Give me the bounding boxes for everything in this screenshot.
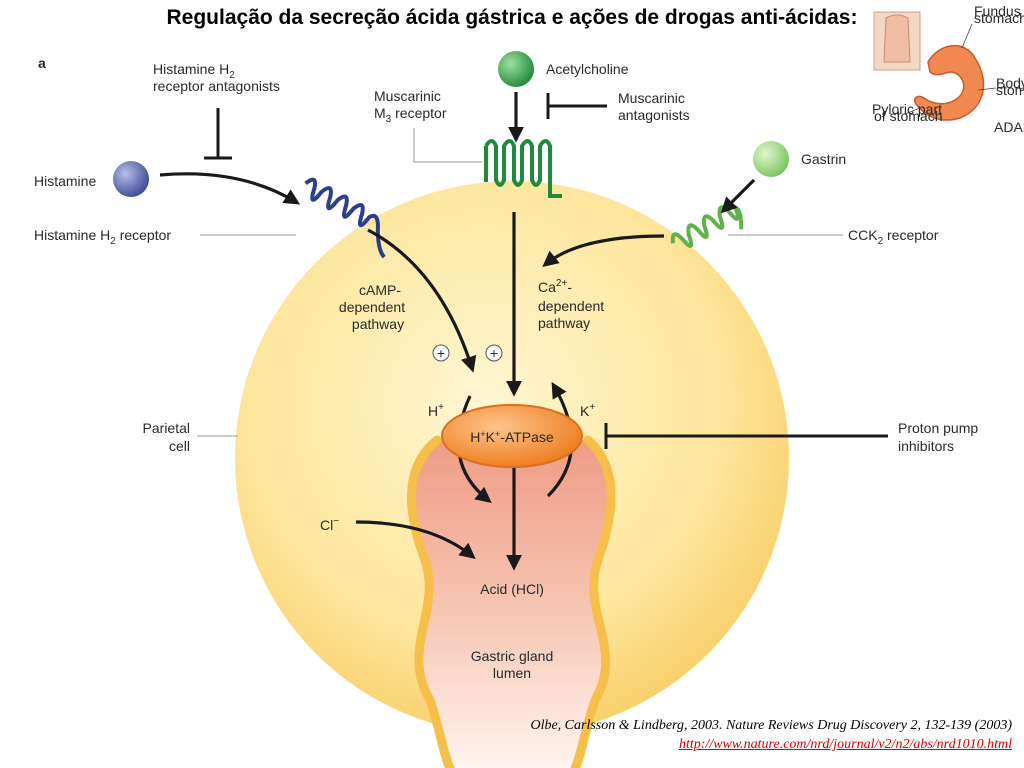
ca-plus-icon: +	[485, 344, 503, 362]
body-of-stomach-label-line2: stomach	[996, 82, 1024, 98]
m3-receptor-pointer	[413, 128, 482, 163]
torso-outline-icon	[883, 14, 911, 63]
k-ion-label: K+	[580, 402, 595, 419]
chloride-label: Cl−	[320, 516, 339, 533]
citation-reference: Olbe, Carlsson & Lindberg, 2003. Nature …	[530, 718, 1012, 733]
camp-pathway-label-line2: dependent	[339, 299, 405, 315]
panel-label: a	[38, 55, 46, 71]
muscarinic-m3-label-line2: M3 receptor	[374, 105, 447, 125]
h-k-atpase-pump	[441, 404, 583, 468]
h-ion-label: H+	[428, 402, 444, 419]
ca-pathway-label: Ca2+-	[538, 278, 572, 295]
pyloric-label: Pyloric part	[872, 101, 942, 117]
gastrin-molecule-icon	[753, 141, 789, 177]
histamine-molecule-icon	[113, 161, 149, 197]
cck2-receptor-label: CCK2 receptor	[848, 227, 939, 247]
muscarinic-antagonists-label-line2: antagonists	[618, 107, 690, 123]
citation: Olbe, Carlsson & Lindberg, 2003. Nature …	[530, 716, 1012, 754]
lumen-label-line2: lumen	[493, 665, 531, 681]
stomach-anatomy-inset: Fundus of stomach Body of stomach Pylori…	[872, 3, 1024, 135]
parietal-cell-label-line2: cell	[169, 438, 190, 454]
ca-pathway-arrow-gastrin	[542, 234, 665, 268]
camp-pathway-label: cAMP-	[359, 282, 401, 298]
adam-brand-logo: ADAM.	[994, 119, 1024, 135]
camp-pathway-label-line3: pathway	[352, 316, 404, 332]
camp-plus-icon: +	[432, 344, 450, 362]
svg-text:+: +	[490, 345, 498, 361]
acetylcholine-label: Acetylcholine	[546, 61, 629, 77]
fundus-label: Fundus of	[974, 3, 1024, 19]
muscarinic-m3-label: Muscarinic	[374, 88, 441, 104]
acetylcholine-molecule-icon	[498, 51, 534, 87]
stomach-icon	[913, 44, 985, 121]
h2-antagonist-inhibition	[204, 108, 232, 160]
lumen-wall-left	[407, 435, 455, 768]
atpase-label: H+K+-ATPase	[470, 429, 554, 445]
lumen-wall-right	[570, 435, 616, 768]
chloride-transport-arrow	[355, 520, 476, 560]
acid-label: Acid (HCl)	[480, 581, 544, 597]
ca-pathway-label-line3: pathway	[538, 315, 590, 331]
muscarinic-m3-receptor-icon	[484, 139, 562, 198]
fundus-label-line2: stomach	[974, 10, 1024, 26]
pyloric-label-line2: of stomach	[874, 108, 942, 124]
h2-antagonists-label: Histamine H2	[153, 61, 235, 81]
ca-pathway-label-line2: dependent	[538, 298, 604, 314]
histamine-label: Histamine	[34, 173, 96, 189]
body-of-stomach-label: Body of	[996, 75, 1024, 91]
muscarinic-antagonists-label: Muscarinic	[618, 90, 685, 106]
gastrin-binding-arrow	[720, 178, 756, 214]
lumen-label: Gastric gland	[471, 648, 553, 664]
citation-link[interactable]: http://www.nature.com/nrd/journal/v2/n2/…	[678, 737, 1012, 752]
histamine-h2-receptor-icon	[304, 177, 386, 259]
parietal-cell-label: Parietal	[143, 420, 190, 436]
h2-antagonists-label-line2: receptor antagonists	[153, 78, 280, 94]
gastrin-label: Gastrin	[801, 151, 846, 167]
svg-text:+: +	[437, 345, 445, 361]
h2-receptor-label: Histamine H2 receptor	[34, 227, 171, 247]
proton-pump-inhibitors-label-line2: inhibitors	[898, 438, 954, 454]
muscarinic-antagonist-inhibition	[546, 93, 607, 119]
camp-pathway-arrow	[367, 228, 477, 373]
cck2-receptor-icon	[670, 203, 744, 248]
gastric-gland-lumen	[411, 440, 611, 768]
page-title: Regulação da secreção ácida gástrica e a…	[166, 6, 858, 29]
proton-pump-inhibition	[604, 423, 888, 449]
histamine-binding-arrow	[159, 172, 301, 205]
proton-pump-inhibitors-label: Proton pump	[898, 420, 978, 436]
